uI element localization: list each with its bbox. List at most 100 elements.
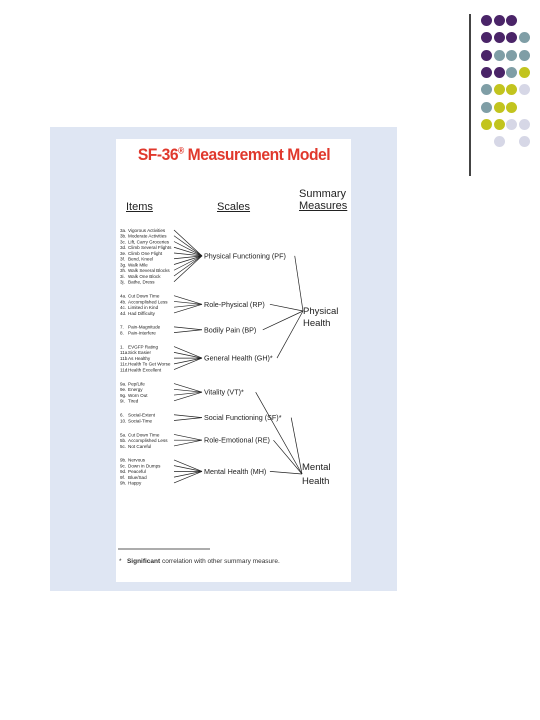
item-connector xyxy=(173,255,203,265)
scale-connector xyxy=(290,417,303,475)
summary-mental-line2: Health xyxy=(302,476,329,487)
item-code: 9a. xyxy=(120,381,126,386)
item-connector xyxy=(173,439,203,447)
item-connector xyxy=(173,329,203,333)
item-connector xyxy=(173,326,203,331)
item-label: Accomplished Less xyxy=(128,438,168,443)
item-code: 6. xyxy=(120,413,124,418)
header-summary-line1: Summary xyxy=(299,188,347,200)
item-label: Climb One Flight xyxy=(128,251,163,256)
item-label: Bathe, Dress xyxy=(128,280,155,285)
decorative-dot xyxy=(481,84,492,96)
decorative-dot xyxy=(506,84,517,96)
header-items: Items xyxy=(126,201,153,213)
decorative-dot xyxy=(493,15,505,26)
item-code: 4b. xyxy=(120,299,126,304)
decorative-dot xyxy=(481,15,492,26)
scale-label: Role-Emotional (RE) xyxy=(204,436,270,445)
item-label: Health Excellent xyxy=(128,367,162,372)
item-label: Energy xyxy=(128,387,143,392)
item-connector xyxy=(173,255,203,277)
item-code: 3e. xyxy=(120,251,126,256)
item-connector xyxy=(173,241,203,257)
scale-connector xyxy=(269,303,304,312)
item-connector xyxy=(173,383,203,393)
item-label: Social-Time xyxy=(128,418,153,423)
summary-physical-line1: Physical xyxy=(303,306,338,317)
scale-connector xyxy=(255,392,303,475)
scale-label: Physical Functioning (PF) xyxy=(204,251,286,260)
item-connector xyxy=(173,414,203,418)
item-code: 5a. xyxy=(120,432,126,437)
item-code: 3j. xyxy=(120,280,125,285)
item-connector xyxy=(173,252,203,257)
item-label: Pain-Magnitude xyxy=(128,325,161,330)
decorative-dot xyxy=(506,66,517,78)
item-code: 9e. xyxy=(120,387,126,392)
item-connector xyxy=(173,471,203,478)
item-label: Had Difficulty xyxy=(128,311,156,316)
item-label: Sick Easier xyxy=(128,350,151,355)
item-code: 9h. xyxy=(120,481,126,486)
item-label: Walk Mile xyxy=(128,262,148,267)
item-connector xyxy=(173,229,203,257)
item-label: Blue/Sad xyxy=(128,475,147,480)
item-label: As Healthy xyxy=(128,356,151,361)
item-label: Tired xyxy=(128,399,139,404)
item-connector xyxy=(173,346,203,359)
item-label: Not Careful xyxy=(128,444,151,449)
item-code: 3g. xyxy=(120,262,126,267)
item-code: 3i. xyxy=(120,274,125,279)
item-code: 11b. xyxy=(120,356,129,361)
item-connector xyxy=(173,417,203,421)
item-code: 3d. xyxy=(120,245,126,250)
summary-physical-line2: Health xyxy=(303,318,330,329)
item-connector xyxy=(173,255,203,283)
scale-label: Bodily Pain (BP) xyxy=(204,325,256,334)
decorative-dot xyxy=(518,49,530,61)
figure-title: SF-36® Measurement Model xyxy=(137,145,331,164)
item-connector xyxy=(173,459,203,472)
item-connector xyxy=(173,391,203,402)
decorative-dot xyxy=(506,32,517,44)
decorative-dot xyxy=(506,101,517,113)
item-label: Happy xyxy=(128,481,142,486)
item-connector xyxy=(173,301,203,305)
scale-label: General Health (GH)* xyxy=(204,354,273,363)
item-code: 3a. xyxy=(120,228,126,233)
decorative-dot xyxy=(493,49,505,61)
decorative-dot xyxy=(493,101,505,113)
decorative-dot xyxy=(493,136,505,148)
item-connector xyxy=(173,303,203,314)
item-code: 10. xyxy=(120,418,126,423)
scale-label: Social Functioning (SF)* xyxy=(204,413,282,422)
item-code: 3f. xyxy=(120,257,125,262)
item-code: 4c. xyxy=(120,305,126,310)
decorative-dot xyxy=(518,136,530,148)
item-code: 1. xyxy=(120,344,124,349)
scale-connector xyxy=(269,471,303,475)
decorative-dot xyxy=(518,84,530,96)
divider-line xyxy=(469,14,471,176)
item-code: 11c. xyxy=(120,362,128,367)
item-code: 5c. xyxy=(120,444,126,449)
item-connector xyxy=(173,465,203,472)
item-label: Accomplished Less xyxy=(128,299,168,304)
decorative-dot xyxy=(506,49,517,61)
scale-label: Mental Health (MH) xyxy=(204,467,266,476)
figure-card xyxy=(116,139,351,582)
decorative-dot xyxy=(481,32,492,44)
item-label: Down in Dumps xyxy=(128,463,161,468)
item-code: 9d. xyxy=(120,469,126,474)
header-summary-line2: Measures xyxy=(299,200,348,212)
item-label: Nervous xyxy=(128,458,146,463)
item-label: Pep/Life xyxy=(128,381,145,386)
decorative-dot xyxy=(518,66,530,78)
item-connector xyxy=(173,295,203,305)
item-label: EVGFP Rating xyxy=(128,344,158,349)
item-code: 4a. xyxy=(120,294,126,299)
scale-connector xyxy=(276,310,304,359)
item-label: Cut Down Time xyxy=(128,432,160,437)
item-code: 3h. xyxy=(120,268,126,273)
scale-connector xyxy=(294,255,304,312)
